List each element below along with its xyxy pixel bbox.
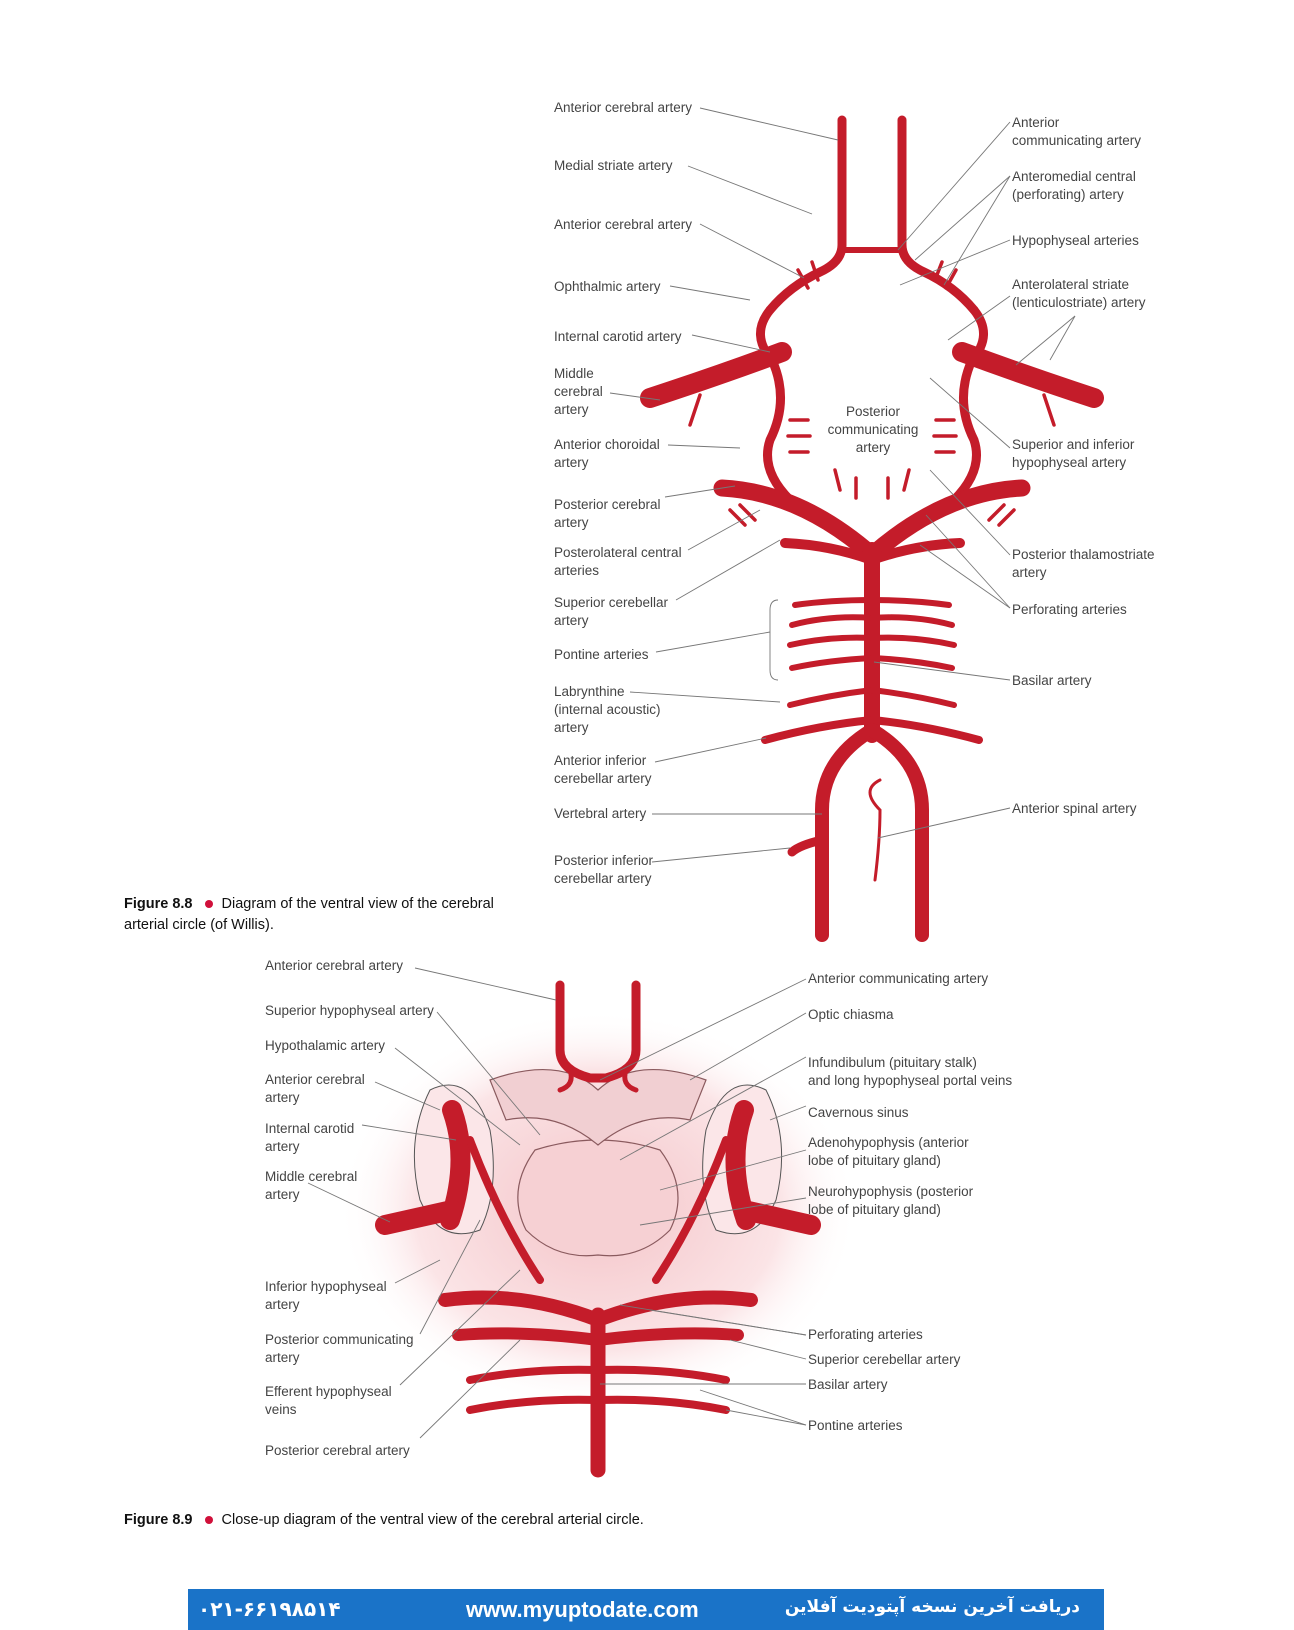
label-superior-hypophyseal-artery: Superior hypophyseal artery — [265, 1003, 434, 1018]
label-efferent-hypophyseal-veins: Efferent hypophyseal veins — [265, 1384, 392, 1417]
label-middle-cerebral-artery: Middle cerebral artery — [554, 366, 603, 417]
figure-8-8: Anterior cerebral artery Medial striate … — [124, 100, 1155, 942]
label-middle-cerebral-artery: Middle cerebral artery — [265, 1169, 358, 1202]
close-up-circle-diagram — [307, 967, 858, 1478]
footer-url[interactable]: www.myuptodate.com — [466, 1597, 699, 1622]
label-anterior-cerebral-artery: Anterior cerebral artery — [554, 100, 693, 115]
footer-persian-text: دریافت آخرین نسخه آپتودیت آفلاین — [784, 1597, 1080, 1617]
label-labrynthine-artery: Labrynthine (internal acoustic) artery — [554, 684, 661, 735]
label-anterior-spinal-artery: Anterior spinal artery — [1012, 801, 1137, 816]
label-adenohypophysis: Adenohypophysis (anterior lobe of pituit… — [808, 1135, 969, 1168]
label-medial-striate-artery: Medial striate artery — [554, 158, 673, 173]
label-perforating-arteries: Perforating arteries — [808, 1327, 923, 1342]
label-posterior-cerebral-artery: Posterior cerebral artery — [554, 497, 661, 530]
label-anterior-cerebral-artery-2: Anterior cerebral artery — [554, 217, 693, 232]
label-internal-carotid-artery: Internal carotid artery — [554, 329, 682, 344]
label-hypophyseal-arteries: Hypophyseal arteries — [1012, 233, 1139, 248]
label-neurohypophysis: Neurohypophysis (posterior lobe of pitui… — [808, 1184, 974, 1217]
label-pontine-arteries: Pontine arteries — [554, 647, 649, 662]
figure-8-9-caption: Figure 8.9 Close-up diagram of the ventra… — [124, 1510, 924, 1531]
label-ophthalmic-artery: Ophthalmic artery — [554, 279, 661, 294]
label-inferior-hypophyseal-artery: Inferior hypophyseal artery — [265, 1279, 387, 1312]
footer-phone: ۰۲۱-۶۶۱۹۸۵۱۴ — [198, 1597, 341, 1621]
label-posterior-inferior-cerebellar-artery: Posterior inferior cerebellar artery — [554, 853, 654, 886]
label-perforating-arteries: Perforating arteries — [1012, 602, 1127, 617]
label-posterior-thalamostriate-artery: Posterior thalamostriate artery — [1012, 547, 1155, 580]
promo-footer-banner[interactable]: ۰۲۱-۶۶۱۹۸۵۱۴ www.myuptodate.com دریافت آ… — [188, 1589, 1104, 1630]
caption-number: Figure 8.9 — [124, 1512, 193, 1528]
label-cavernous-sinus: Cavernous sinus — [808, 1105, 909, 1120]
label-hypothalamic-artery: Hypothalamic artery — [265, 1038, 386, 1053]
circle-of-willis-diagram — [609, 107, 1104, 942]
label-posterior-cerebral-artery: Posterior cerebral artery — [265, 1443, 410, 1458]
caption-text: Close-up diagram of the ventral view of … — [221, 1512, 644, 1528]
label-anterior-cerebral-artery: Anterior cerebral artery — [265, 958, 404, 973]
label-anterior-choroidal-artery: Anterior choroidal artery — [554, 437, 660, 470]
label-anterior-inferior-cerebellar-artery: Anterior inferior cerebellar artery — [554, 753, 652, 786]
figure-8-9: Anterior cerebral artery Superior hypoph… — [0, 958, 1294, 1560]
caption-text: Diagram of the ventral view of the cereb… — [124, 896, 494, 933]
label-basilar-artery: Basilar artery — [808, 1377, 888, 1392]
label-anterolateral-striate-artery: Anterolateral striate (lenticulostriate)… — [1012, 277, 1146, 310]
label-pontine-arteries: Pontine arteries — [808, 1418, 903, 1433]
label-basilar-artery: Basilar artery — [1012, 673, 1092, 688]
label-superior-cerebellar-artery: Superior cerebellar artery — [554, 595, 669, 628]
caption-number: Figure 8.8 — [124, 896, 193, 912]
label-posterolateral-central-arteries: Posterolateral central arteries — [554, 545, 682, 578]
label-anteromedial-central-artery: Anteromedial central (perforating) arter… — [1012, 169, 1136, 202]
bullet-dot-icon — [204, 1515, 213, 1524]
label-anterior-communicating-artery: Anterior communicating artery — [808, 971, 989, 986]
label-optic-chiasma: Optic chiasma — [808, 1007, 894, 1022]
label-internal-carotid-artery: Internal carotid artery — [265, 1121, 355, 1154]
label-superior-inferior-hypophyseal-artery: Superior and inferior hypophyseal artery — [1012, 437, 1135, 470]
label-infundibulum: Infundibulum (pituitary stalk) and long … — [808, 1055, 1013, 1088]
label-posterior-communicating-artery: Posterior communicating artery — [827, 404, 919, 455]
label-posterior-communicating-artery: Posterior communicating artery — [265, 1332, 414, 1365]
bullet-dot-icon — [204, 899, 213, 908]
label-anterior-communicating-artery: Anterior communicating artery — [1012, 115, 1142, 148]
label-anterior-cerebral-artery-2: Anterior cerebral artery — [265, 1072, 365, 1105]
label-vertebral-artery: Vertebral artery — [554, 806, 647, 821]
label-superior-cerebellar-artery: Superior cerebellar artery — [808, 1352, 961, 1367]
